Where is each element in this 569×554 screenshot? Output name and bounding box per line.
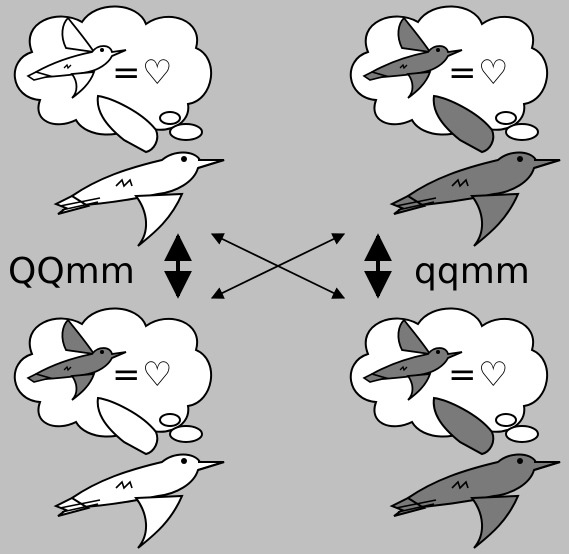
arrow-diagonal-up xyxy=(210,233,346,299)
heart-icon: ♡ xyxy=(142,355,172,395)
equals-sign: = xyxy=(112,53,141,93)
genotype-label-right: qqmm xyxy=(414,251,530,292)
heart-icon: ♡ xyxy=(478,53,508,93)
heart-icon: ♡ xyxy=(478,355,508,395)
heart-icon: ♡ xyxy=(142,53,172,93)
panel-top-right xyxy=(349,5,561,247)
equals-sign: = xyxy=(448,355,477,395)
genotype-label-left: QQmm xyxy=(8,251,135,292)
equals-sign: = xyxy=(448,53,477,93)
panel-top-left xyxy=(13,5,225,247)
panel-bottom-left xyxy=(13,307,225,549)
equals-sign: = xyxy=(112,355,141,395)
panel-bottom-right xyxy=(349,307,561,549)
